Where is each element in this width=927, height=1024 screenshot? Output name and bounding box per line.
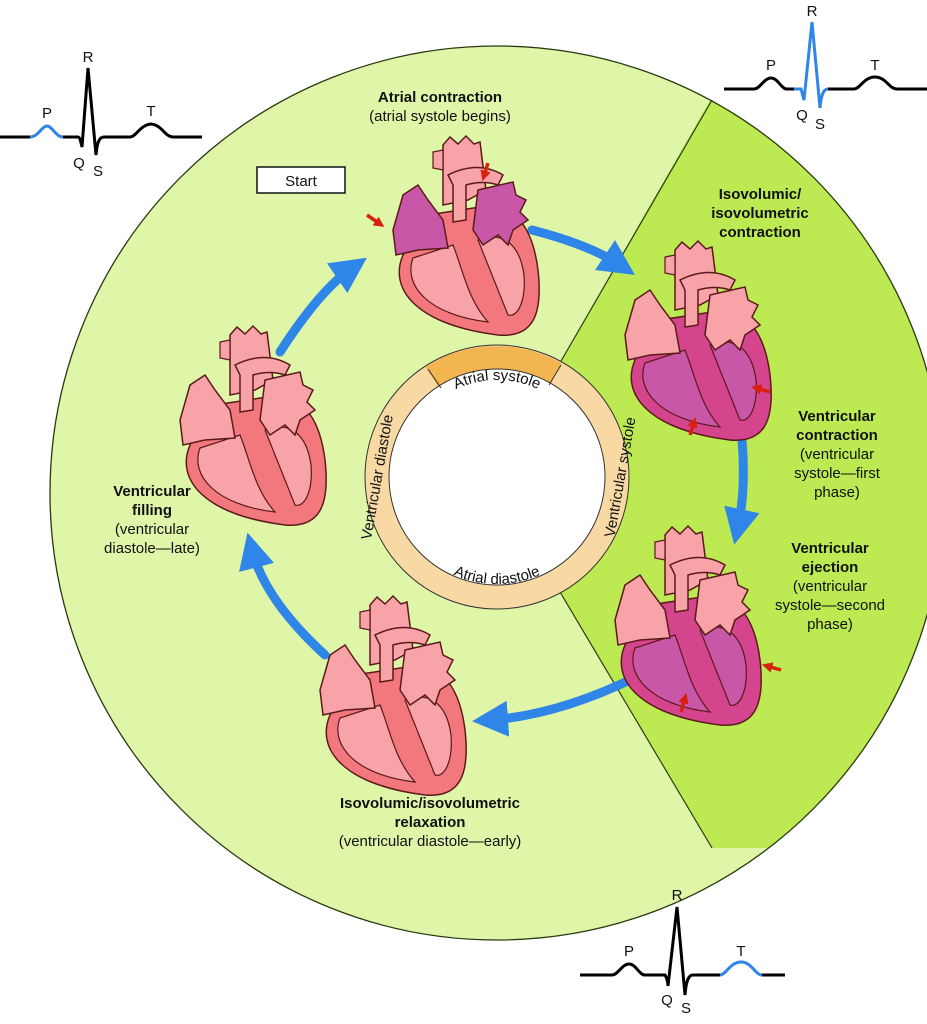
- stage-label-ventricular-contraction: Ventricular contraction (ventricular sys…: [794, 408, 881, 501]
- ecg-label-t: T: [870, 57, 879, 74]
- ecg-label-r: R: [672, 887, 683, 904]
- flow-arrow-3: [472, 670, 645, 737]
- svg-text:relaxation: relaxation: [395, 814, 466, 831]
- systole-divider-bottom: [559, 591, 713, 849]
- ecg-qrs: [63, 67, 202, 156]
- svg-text:phase): phase): [814, 484, 860, 501]
- flow-arrow-2: [724, 435, 760, 545]
- svg-text:Isovolumic/isovolumetric: Isovolumic/isovolumetric: [340, 795, 520, 812]
- svg-text:(ventricular diastole—early): (ventricular diastole—early): [339, 833, 522, 850]
- stage-label-isovolumic-relaxation: Isovolumic/isovolumetric relaxation (ven…: [339, 795, 522, 850]
- svg-text:ejection: ejection: [802, 559, 859, 576]
- ecg-qrs: [794, 21, 829, 109]
- ecg-label-t: T: [146, 103, 155, 120]
- stage-label-atrial-contraction: Atrial contraction (atrial systole begin…: [369, 89, 511, 125]
- flow-arrows: [239, 225, 760, 737]
- ecg-label-r: R: [807, 3, 818, 20]
- svg-text:Ventricular: Ventricular: [798, 408, 876, 425]
- ecg-label-t: T: [736, 943, 745, 960]
- svg-text:contraction: contraction: [719, 224, 801, 241]
- ecg-t-wave: [719, 960, 763, 977]
- stage-label-ventricular-ejection: Ventricular ejection (ventricular systol…: [775, 540, 885, 633]
- svg-text:isovolumetric: isovolumetric: [711, 205, 809, 222]
- start-label: Start: [285, 173, 318, 190]
- stage-label-isovolumic-contraction: Isovolumic/ isovolumetric contraction: [711, 186, 809, 241]
- ecg-label-s: S: [815, 116, 825, 133]
- outer-circle-border: [49, 45, 927, 941]
- ecg-label-s: S: [681, 1000, 691, 1017]
- ecg-label-s: S: [93, 163, 103, 180]
- pressure-arrow: [750, 384, 771, 395]
- svg-text:systole—first: systole—first: [794, 465, 881, 482]
- ecg-label-q: Q: [661, 992, 673, 1009]
- pressure-arrow: [366, 213, 385, 227]
- flow-arrow-4: [239, 532, 330, 660]
- svg-text:diastole—late): diastole—late): [104, 540, 200, 557]
- svg-text:Ventricular: Ventricular: [113, 483, 191, 500]
- svg-text:(ventricular: (ventricular: [793, 578, 867, 595]
- pressure-arrow: [678, 692, 689, 713]
- pressure-arrow: [761, 662, 782, 673]
- ecg-label-q: Q: [73, 155, 85, 172]
- ecg-p-wave: [724, 76, 794, 91]
- ecg-label-p: P: [766, 57, 776, 74]
- ecg-label-p: P: [624, 943, 634, 960]
- ecg-qrs: [580, 906, 720, 996]
- ecg-label-r: R: [83, 49, 94, 66]
- phase-ring: Atrial systole Atrial diastole: [364, 344, 630, 610]
- ecg-top-right: P R T Q S: [724, 3, 927, 133]
- ecg-label-q: Q: [796, 107, 808, 124]
- systole-divider-top: [556, 99, 713, 369]
- pressure-arrow: [687, 416, 698, 436]
- ecg-p-wave: [29, 124, 64, 139]
- pressure-arrow: [480, 162, 491, 182]
- svg-text:Ventricular: Ventricular: [791, 540, 869, 557]
- ecg-bottom: P R T Q S: [580, 887, 785, 1017]
- svg-text:systole—second: systole—second: [775, 597, 885, 614]
- svg-text:contraction: contraction: [796, 427, 878, 444]
- svg-text:(ventricular: (ventricular: [800, 446, 874, 463]
- svg-text:(ventricular: (ventricular: [115, 521, 189, 538]
- ecg-t-wave: [828, 75, 927, 91]
- svg-text:phase): phase): [807, 616, 853, 633]
- svg-text:filling: filling: [132, 502, 172, 519]
- svg-text:Isovolumic/: Isovolumic/: [719, 186, 802, 203]
- flow-arrow-5: [275, 257, 367, 357]
- pressure-arrows: [366, 162, 782, 713]
- flow-arrow-1: [527, 225, 635, 275]
- svg-text:(atrial systole begins): (atrial systole begins): [369, 108, 511, 125]
- ecg-label-p: P: [42, 105, 52, 122]
- stage-label-ventricular-filling: Ventricular filling (ventricular diastol…: [104, 483, 200, 557]
- ecg-top-left: P R T Q S: [0, 49, 202, 180]
- ring-atrial-systole-segment: [425, 346, 562, 388]
- svg-text:Atrial contraction: Atrial contraction: [378, 89, 502, 106]
- start-box: Start: [256, 166, 346, 194]
